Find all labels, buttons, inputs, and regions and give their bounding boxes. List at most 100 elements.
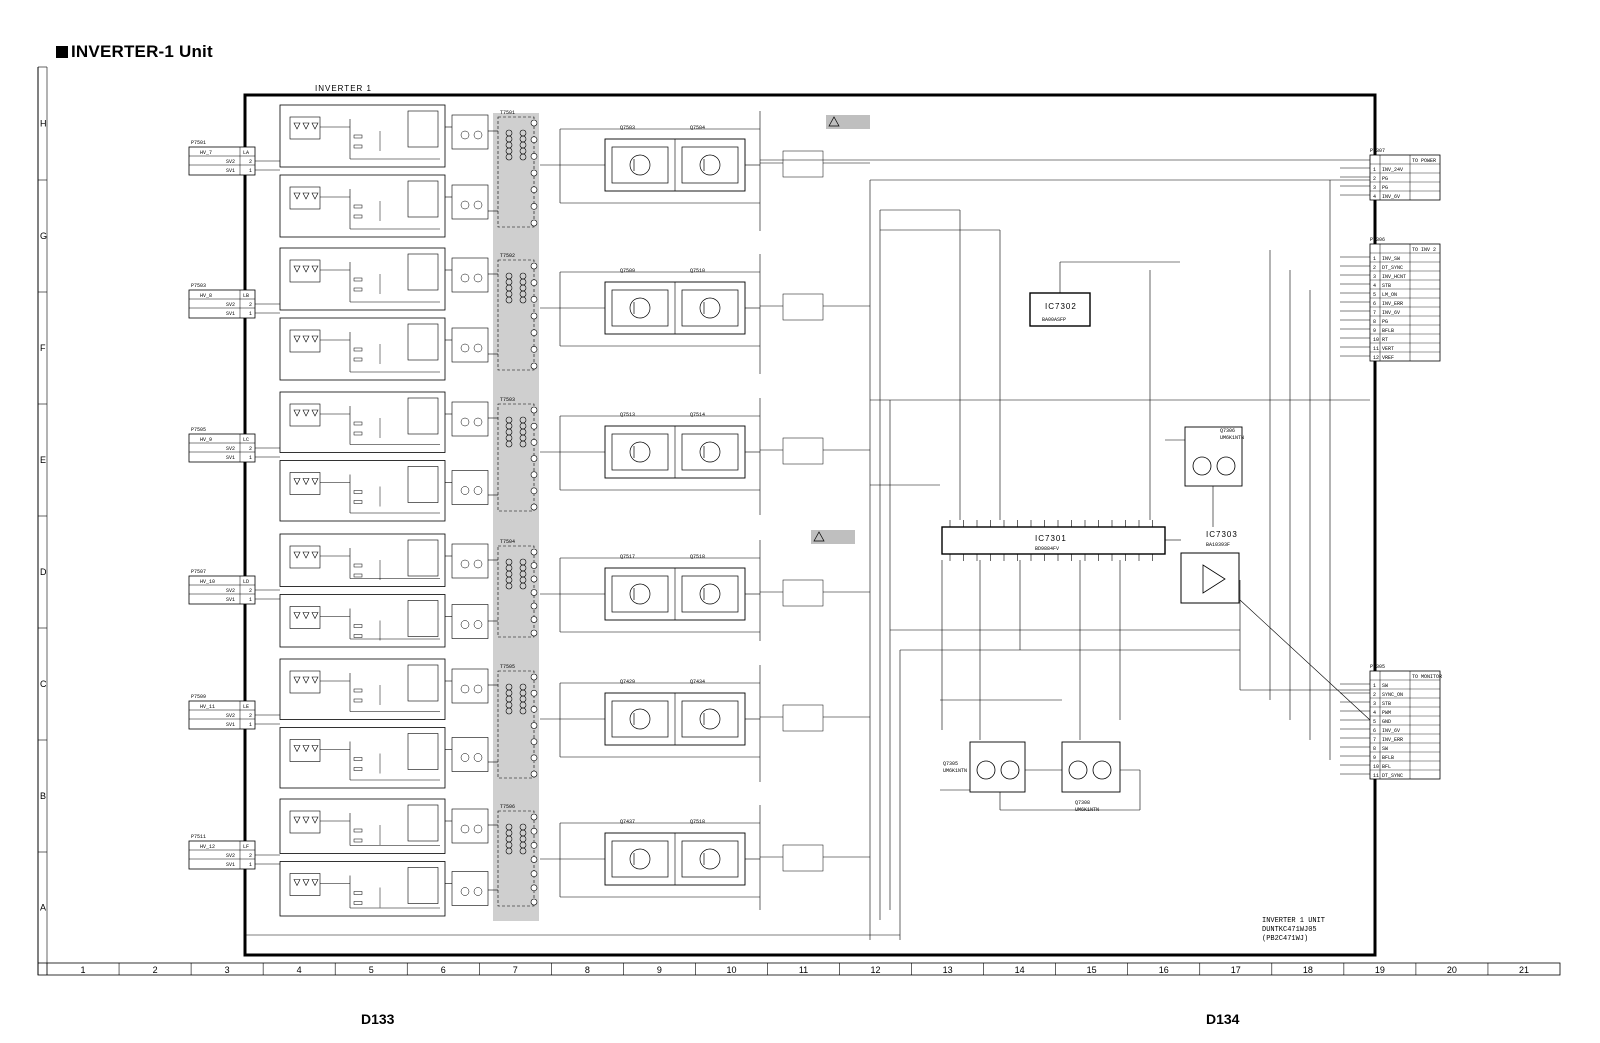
diode-array [289, 739, 321, 762]
q7305-ref: Q7305 [943, 761, 958, 767]
resistor-icon [353, 134, 363, 139]
pin-icon [530, 589, 538, 596]
connector-pin-name: PG [1382, 185, 1388, 191]
connector-pin-name: STB [1382, 283, 1391, 289]
transistor-icon [460, 343, 470, 353]
connector-ref: P7511 [191, 834, 206, 840]
pin-icon [530, 406, 538, 414]
column-label-9: 9 [657, 965, 662, 975]
column-label-7: 7 [513, 965, 518, 975]
diode-icon [302, 816, 310, 824]
column-label-1: 1 [81, 965, 86, 975]
row-label-D: D [40, 567, 47, 577]
pin-icon [530, 279, 538, 286]
warning-icon [828, 116, 840, 127]
connector-box [188, 146, 256, 176]
column-label-17: 17 [1231, 965, 1241, 975]
connector-pin-num: 8 [1373, 746, 1376, 752]
coil-icon [519, 582, 527, 590]
detector-ic [407, 323, 439, 361]
diode-array [289, 186, 321, 210]
connector-pin-name: INV_ERR [1382, 301, 1403, 307]
connector-pin-name: PG [1382, 319, 1388, 325]
pin-icon [530, 471, 538, 478]
q7306-part: UM6K1NTN [1220, 435, 1244, 441]
diode-icon [311, 409, 319, 417]
diode-array [289, 810, 321, 834]
connector-ref: P7509 [191, 694, 206, 700]
connector-box [188, 840, 256, 870]
connector-pin: LA [243, 150, 249, 156]
fet-icon [629, 583, 651, 605]
transistor-icon [460, 273, 470, 283]
connector-pin-num: 1 [249, 311, 252, 317]
fet-ref: Q7434 [690, 679, 705, 685]
diode-icon [311, 612, 319, 620]
connector-pin-name: INV_SW [1382, 256, 1400, 262]
wiring [245, 115, 1371, 940]
fet-icon [699, 848, 721, 870]
connector-pin-name: BFLB [1382, 328, 1394, 334]
connector-pin-num: 2 [249, 853, 252, 859]
connector-row: SV1 [226, 597, 235, 603]
resistor-icon [353, 277, 363, 282]
connector-ref: P7305 [1370, 664, 1385, 670]
fet-package [681, 433, 739, 471]
diode-array [289, 545, 321, 569]
column-label-15: 15 [1087, 965, 1097, 975]
fet-package [611, 146, 669, 184]
connector-pin-num: 1 [249, 597, 252, 603]
q7308-part: UM6K1NTN [1075, 807, 1099, 813]
ic7302-body [1029, 292, 1091, 327]
connector-net: HV_7 [200, 150, 212, 156]
q7305-fet-a [976, 760, 996, 780]
connector-net: HV_11 [200, 704, 215, 710]
q7305-box [969, 741, 1026, 793]
connector-pin-num: 2 [249, 446, 252, 452]
connector-row: SV1 [226, 168, 235, 174]
driver-block [451, 668, 489, 704]
filter-block [782, 844, 824, 872]
filter-block [782, 437, 824, 465]
transformer-ref: T7504 [500, 539, 515, 545]
driver-block [451, 604, 489, 639]
transistor-icon [473, 130, 483, 140]
connector-pin-name: STB [1382, 701, 1391, 707]
transistor-icon [473, 684, 483, 694]
protection-block [279, 247, 446, 311]
diode-icon [293, 122, 301, 130]
connector-pin-num: 7 [1373, 310, 1376, 316]
driver-block [451, 114, 489, 150]
diode-icon [311, 122, 319, 130]
transistor-icon [473, 559, 483, 569]
fet-ref: Q7504 [690, 125, 705, 131]
pin-icon [530, 439, 538, 446]
filter-block [782, 150, 824, 178]
transformer-outline [497, 810, 535, 907]
q7308-fet-a [1068, 760, 1088, 780]
q7305: Q7305 UM6K1NTN [943, 741, 1026, 793]
connector-pin-name: GND [1382, 719, 1391, 725]
fet-icon [629, 441, 651, 463]
transistor-icon [460, 417, 470, 427]
driver-block [451, 470, 489, 505]
pin-icon [530, 136, 538, 143]
row-label-H: H [40, 119, 47, 129]
connector-pin-name: DT_SYNC [1382, 265, 1403, 271]
filter-block [782, 704, 824, 732]
column-label-14: 14 [1015, 965, 1025, 975]
column-label-19: 19 [1375, 965, 1385, 975]
column-label-13: 13 [943, 965, 953, 975]
connector-pin-name: BFL [1382, 764, 1391, 770]
diode-array [289, 606, 321, 629]
transistor-icon [460, 620, 470, 629]
coil-icon [519, 440, 527, 448]
connector-pin-name: VREF [1382, 355, 1394, 361]
connector-box [1369, 243, 1441, 362]
q7308-ref: Q7308 [1075, 800, 1090, 806]
connector-pin-num: 2 [249, 302, 252, 308]
